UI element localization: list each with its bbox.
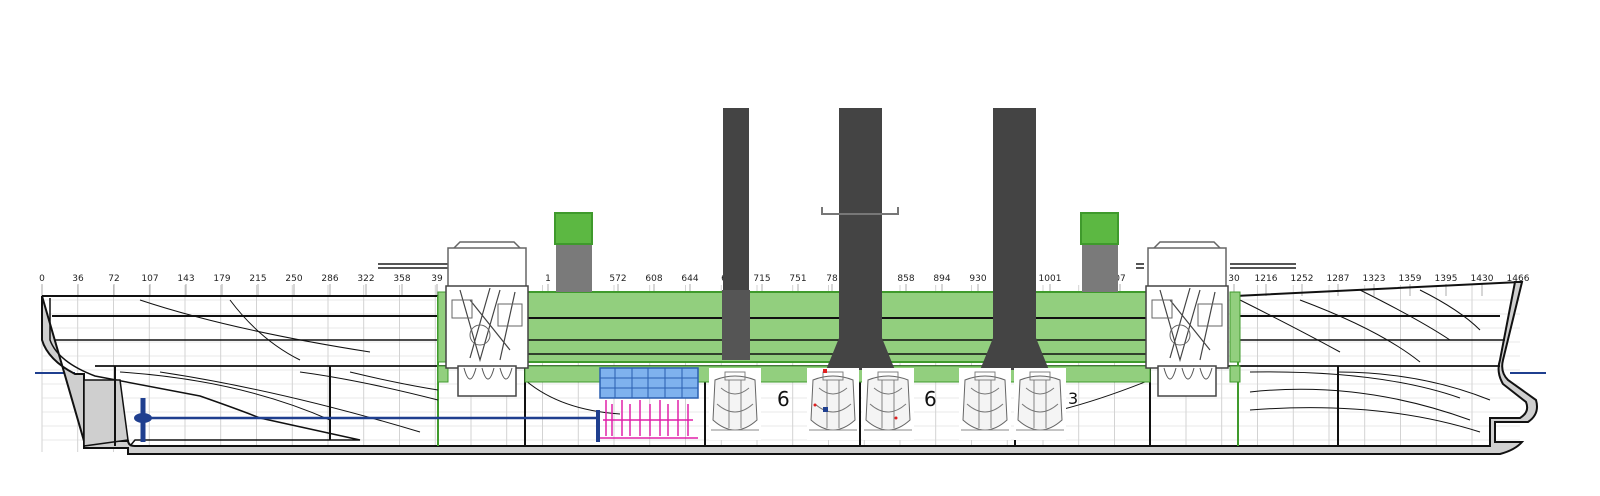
propeller-icon [134,398,152,442]
frame-label: 358 [393,274,410,284]
frame-label: 1 [545,274,551,284]
boiler-icon [807,368,859,440]
boiler-room-label-2: 6 [924,387,937,411]
frame-label: 286 [321,274,338,284]
frame-label: 751 [789,274,806,284]
marker-red-dot [894,416,898,420]
frame-label: 143 [177,274,194,284]
hull-shell [41,281,1538,455]
funnel-icon [980,108,1049,370]
boiler-room-label-1: 6 [777,387,790,411]
boiler-icon [862,368,914,440]
marker-blue [823,407,828,412]
frame-label: 608 [645,274,662,284]
frame-label: 894 [933,274,950,284]
frame-label: 07 [1114,274,1125,284]
frame-label: 1216 [1255,274,1278,284]
frame-label: 572 [609,274,626,284]
frame-label: 215 [249,274,266,284]
frame-label: 30 [1228,274,1240,284]
boiler-icon [709,368,761,440]
frame-label: 72 [108,274,119,284]
boiler-icon [1014,368,1066,440]
frame-label: 930 [969,274,986,284]
rudder-block [83,379,129,447]
frame-label: 1430 [1471,274,1494,284]
frame-label: 250 [285,274,302,284]
tower-forward [554,212,593,292]
frame-label: 78 [826,274,838,284]
main-deck-line [42,281,1521,297]
frame-label: 1001 [1039,274,1062,284]
funnel-icon [722,108,750,360]
tower-aft [1080,212,1119,292]
frame-label: 39 [431,274,443,284]
frame-label: 36 [72,274,84,284]
frame-label: 1252 [1291,274,1314,284]
marker-red [823,369,827,373]
frame-label: 1287 [1327,274,1350,284]
frame-label: 858 [897,274,914,284]
funnel-icon [821,108,899,370]
frame-label: 1395 [1435,274,1458,284]
frame-label: 322 [357,274,374,284]
frame-label: 1359 [1399,274,1422,284]
frame-label: 107 [141,274,158,284]
frame-label: 1466 [1507,274,1530,284]
frame-label: 0 [39,274,45,284]
turret-icon [378,241,529,397]
frame-label: 179 [213,274,230,284]
boiler-icon [959,368,1011,440]
engine-icon [599,367,699,439]
hull-section-curves [119,289,1491,433]
frame-label: 715 [753,274,770,284]
boiler-room-label-3: 3 [1068,389,1078,408]
turret-icon [1136,241,1296,397]
boiler-rooms [709,368,1066,440]
marker-red-dot [813,403,817,407]
frame-label: 644 [681,274,698,284]
frame-label: 1323 [1363,274,1386,284]
